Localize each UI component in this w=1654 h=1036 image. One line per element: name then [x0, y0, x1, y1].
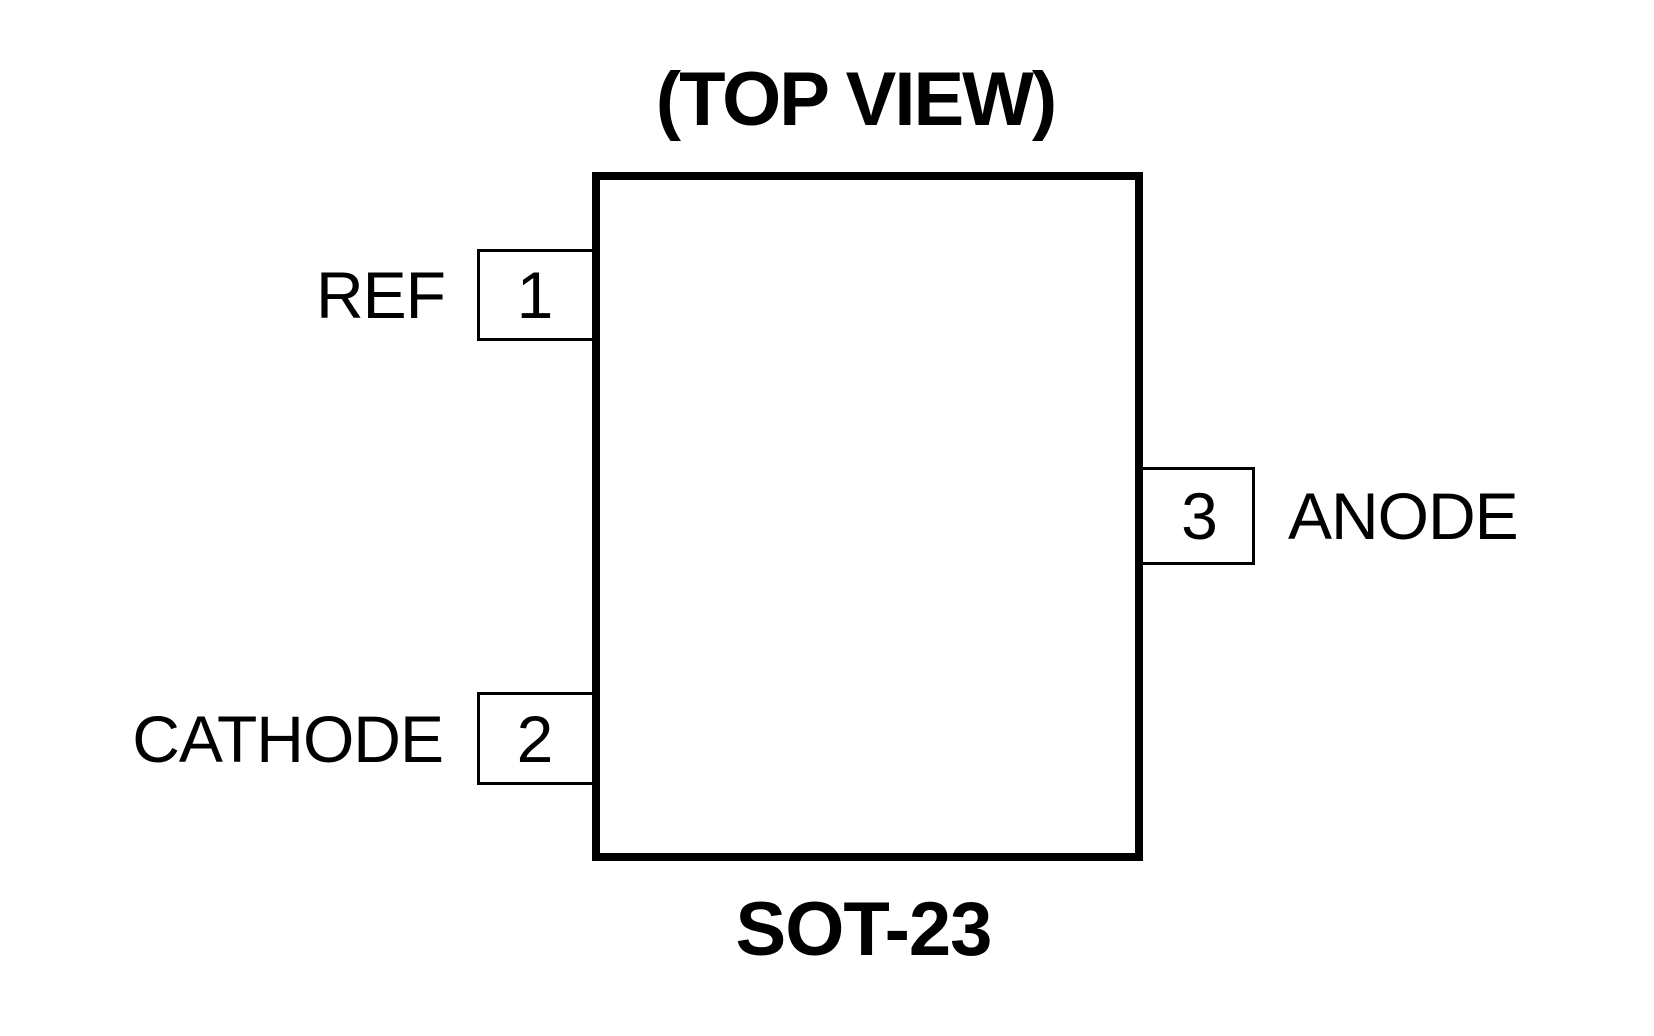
package-label: SOT-23: [735, 887, 993, 972]
pin-3-label-anode: ANODE: [1288, 479, 1519, 553]
chip-body-outline: [592, 172, 1143, 861]
pin-1-label-ref: REF: [316, 258, 446, 332]
pin-3-box: 3: [1135, 467, 1255, 565]
pin-2-box: 2: [477, 692, 600, 785]
pin-2-label-cathode: CATHODE: [132, 701, 444, 776]
top-view-title: (TOP VIEW): [655, 57, 1057, 142]
pin-3-number: 3: [1181, 479, 1218, 553]
pin-2-number: 2: [516, 701, 554, 776]
pin-1-box: 1: [477, 249, 600, 341]
pin-1-number: 1: [516, 258, 554, 332]
